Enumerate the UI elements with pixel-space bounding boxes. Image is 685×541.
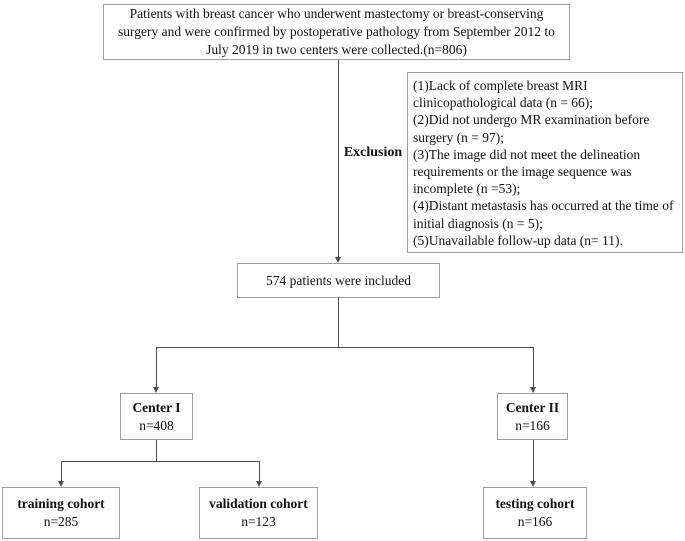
center2-n: n=166 bbox=[515, 417, 550, 433]
arrowhead-included bbox=[335, 257, 341, 263]
connector-training-vertical bbox=[61, 461, 62, 482]
connector-included-down bbox=[338, 298, 339, 347]
training-n: n=285 bbox=[43, 514, 79, 529]
center2-box: Center II n=166 bbox=[497, 393, 568, 440]
center1-n: n=408 bbox=[139, 417, 174, 433]
arrowhead-center2 bbox=[530, 387, 536, 393]
arrowhead-center1 bbox=[153, 387, 159, 393]
arrowhead-testing bbox=[530, 481, 536, 487]
testing-cohort-box: testing cohort n=166 bbox=[483, 487, 587, 539]
connector-centers-horizontal bbox=[156, 347, 534, 348]
included-box: 574 patients were included bbox=[237, 263, 440, 298]
arrowhead-training bbox=[58, 481, 64, 487]
enrollment-box: Patients with breast cancer who underwen… bbox=[103, 4, 570, 60]
enrollment-text: Patients with breast cancer who underwen… bbox=[118, 6, 555, 57]
training-cohort-box: training cohort n=285 bbox=[2, 487, 120, 539]
connector-center2-vertical bbox=[533, 347, 534, 388]
center2-title: Center II bbox=[505, 399, 560, 415]
training-title: training cohort bbox=[17, 496, 105, 511]
center1-title: Center I bbox=[132, 399, 181, 415]
exclusion-label: Exclusion bbox=[343, 145, 403, 160]
connector-center1-vertical bbox=[156, 347, 157, 388]
connector-center2-down bbox=[533, 440, 534, 482]
connector-top-vertical bbox=[338, 60, 339, 258]
testing-title: testing cohort bbox=[495, 496, 575, 511]
validation-cohort-box: validation cohort n=123 bbox=[199, 487, 318, 539]
validation-n: n=123 bbox=[241, 514, 276, 529]
exclusion-item-3: (3)The image did not meet the delineatio… bbox=[413, 146, 641, 197]
center1-box: Center I n=408 bbox=[120, 393, 193, 440]
exclusion-item-5: (5)Unavailable follow-up data (n= 11). bbox=[413, 232, 623, 248]
connector-validation-vertical bbox=[259, 461, 260, 482]
testing-n: n=166 bbox=[517, 514, 553, 529]
connector-cohorts-horizontal bbox=[61, 461, 260, 462]
exclusion-item-4: (4)Distant metastasis has occurred at th… bbox=[413, 198, 674, 231]
arrowhead-validation bbox=[256, 481, 262, 487]
connector-center1-down bbox=[156, 440, 157, 461]
validation-title: validation cohort bbox=[209, 496, 308, 511]
exclusion-item-1: (1)Lack of complete breast MRI clinicopa… bbox=[413, 78, 594, 111]
included-text: 574 patients were included bbox=[265, 272, 412, 288]
exclusion-box: (1)Lack of complete breast MRI clinicopa… bbox=[407, 72, 683, 253]
exclusion-item-2: (2)Did not undergo MR examination before… bbox=[413, 112, 650, 145]
